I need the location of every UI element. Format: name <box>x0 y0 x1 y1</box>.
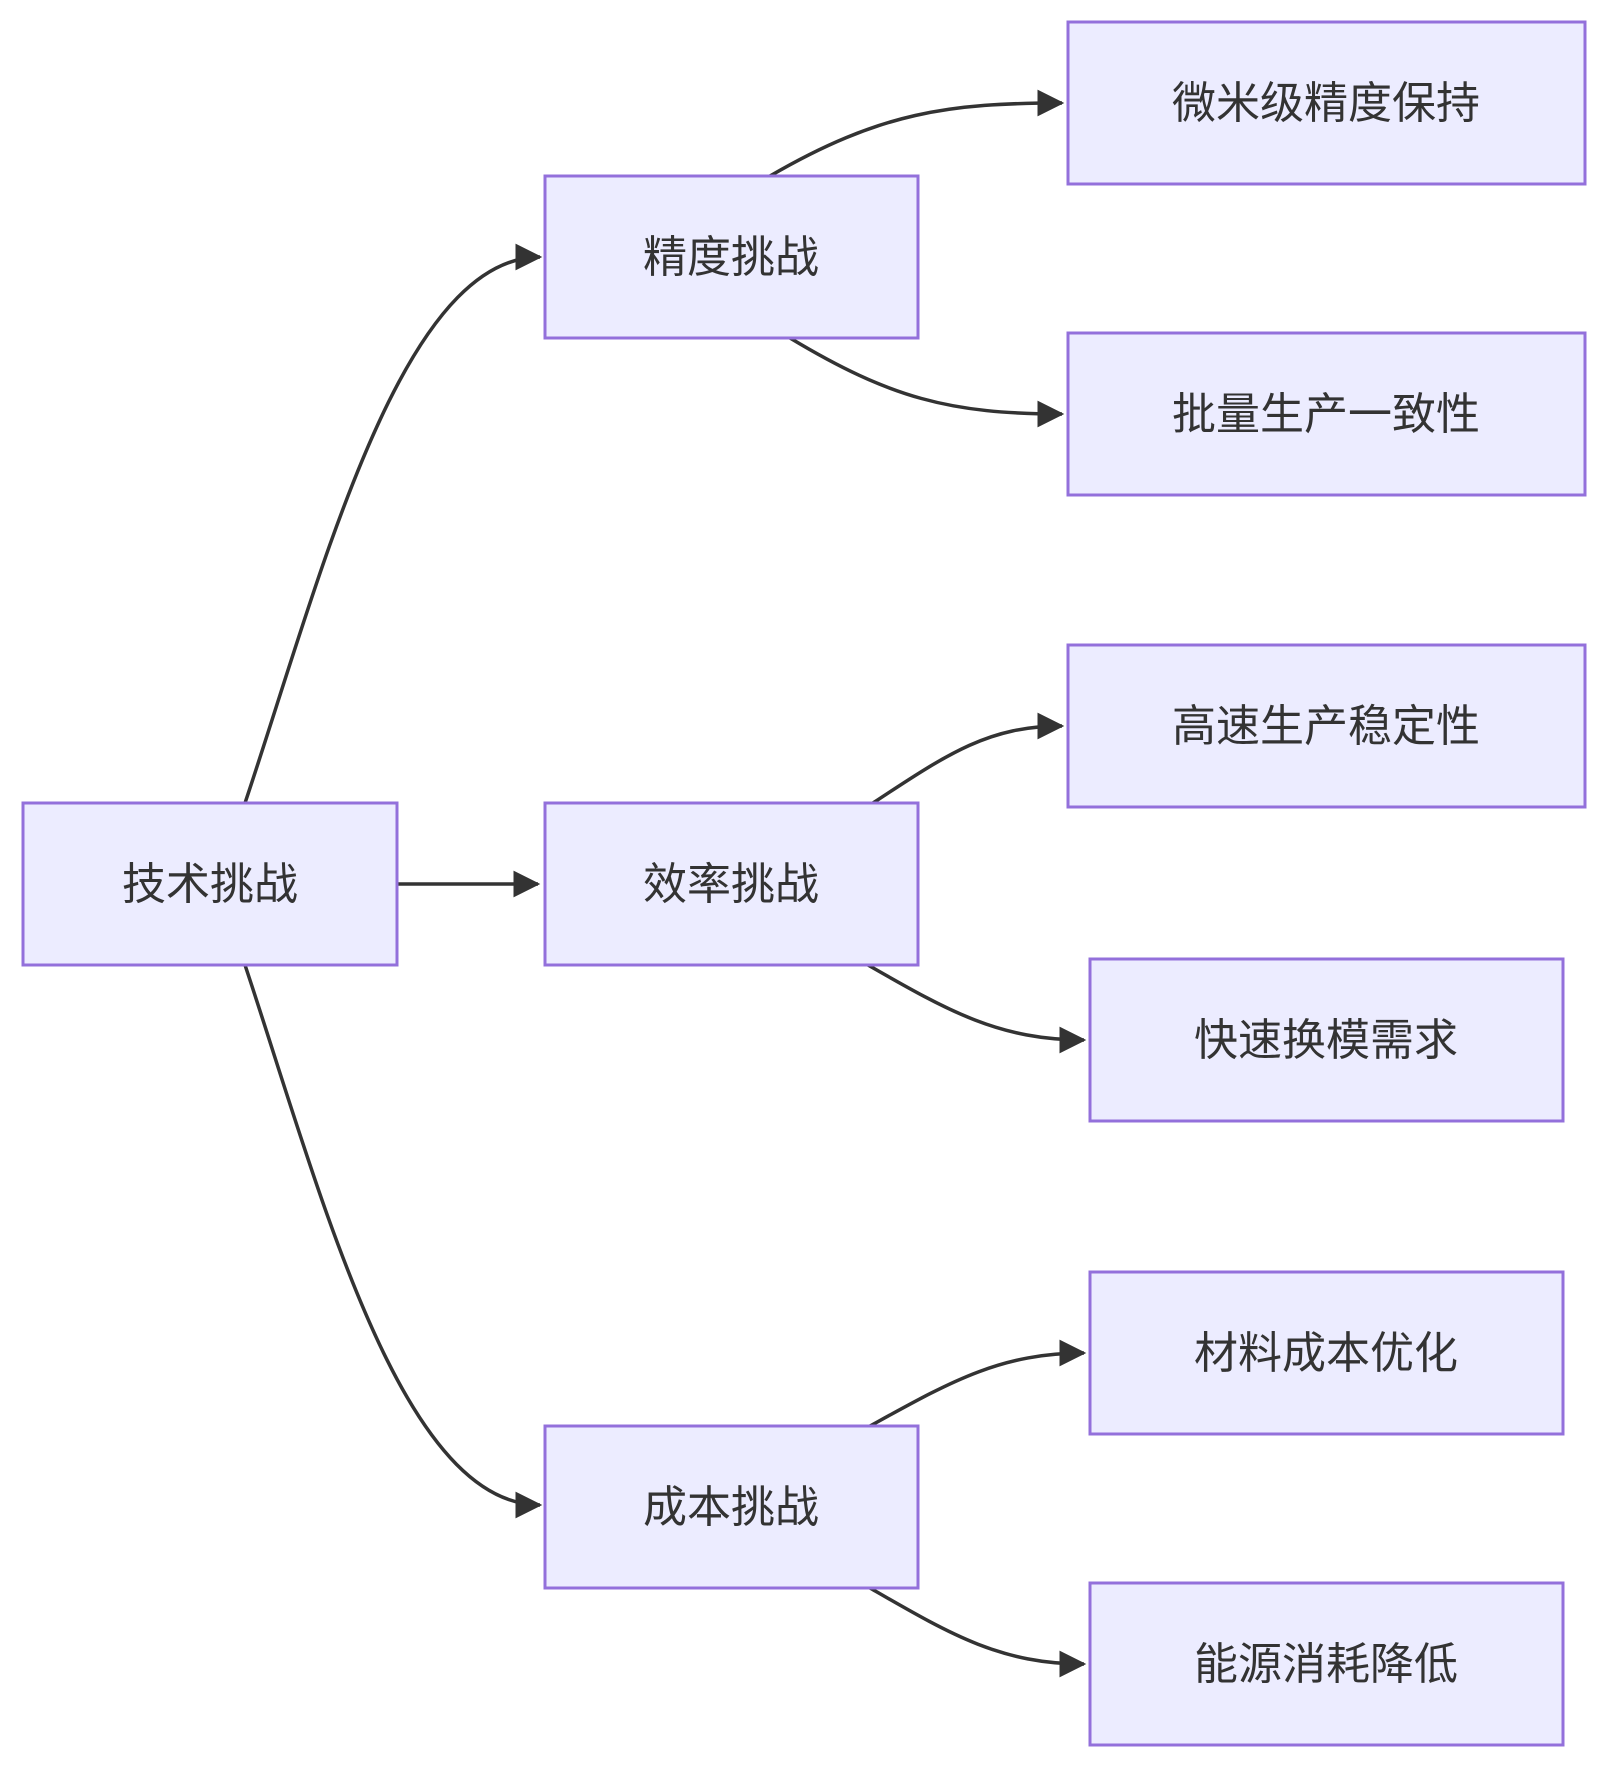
node-quick-moldchange-box <box>1088 957 1565 1123</box>
node-quick-moldchange: 快速换模需求 <box>1088 957 1565 1123</box>
edge-root-to-cost <box>243 964 543 1519</box>
edge-cost-to-energy <box>869 1586 1087 1678</box>
node-cost-challenge-box <box>543 1424 920 1590</box>
node-efficiency-challenge-label: 效率挑战 <box>643 860 819 909</box>
nodes-layer: 技术挑战 精度挑战 效率挑战 成本挑战 微米级精度保持 批量生产一致性 <box>21 20 1587 1747</box>
node-technical-challenges-box <box>21 801 399 967</box>
node-energy-reduction: 能源消耗降低 <box>1088 1581 1565 1747</box>
node-material-cost-box <box>1088 1270 1565 1436</box>
node-highspeed-stability-label: 高速生产稳定性 <box>1172 702 1480 751</box>
node-precision-challenge-box <box>543 174 920 340</box>
node-micron-precision-label: 微米级精度保持 <box>1172 79 1480 128</box>
edge-precision-to-micron <box>769 89 1065 178</box>
edge-precision-to-batch <box>789 336 1065 428</box>
edge-root-to-precision <box>243 243 543 804</box>
node-energy-reduction-box <box>1088 1581 1565 1747</box>
node-technical-challenges-label: 技术挑战 <box>122 860 298 909</box>
node-micron-precision: 微米级精度保持 <box>1066 20 1587 186</box>
node-efficiency-challenge: 效率挑战 <box>543 801 920 967</box>
node-energy-reduction-label: 能源消耗降低 <box>1194 1640 1458 1689</box>
edges-layer <box>243 89 1087 1678</box>
node-precision-challenge: 精度挑战 <box>543 174 920 340</box>
node-technical-challenges: 技术挑战 <box>21 801 399 967</box>
edge-efficiency-to-highspeed <box>872 712 1065 805</box>
node-material-cost: 材料成本优化 <box>1088 1270 1565 1436</box>
edge-efficiency-to-moldchange <box>867 963 1087 1054</box>
node-micron-precision-box <box>1066 20 1587 186</box>
node-highspeed-stability-box <box>1066 643 1587 809</box>
node-highspeed-stability: 高速生产稳定性 <box>1066 643 1587 809</box>
node-efficiency-challenge-box <box>543 801 920 967</box>
node-quick-moldchange-label: 快速换模需求 <box>1194 1016 1458 1065</box>
node-batch-consistency-label: 批量生产一致性 <box>1172 390 1480 439</box>
edge-cost-to-material <box>869 1339 1087 1428</box>
node-cost-challenge-label: 成本挑战 <box>643 1483 819 1532</box>
node-precision-challenge-label: 精度挑战 <box>643 233 819 282</box>
node-cost-challenge: 成本挑战 <box>543 1424 920 1590</box>
node-material-cost-label: 材料成本优化 <box>1194 1329 1458 1378</box>
node-batch-consistency-box <box>1066 331 1587 497</box>
node-batch-consistency: 批量生产一致性 <box>1066 331 1587 497</box>
